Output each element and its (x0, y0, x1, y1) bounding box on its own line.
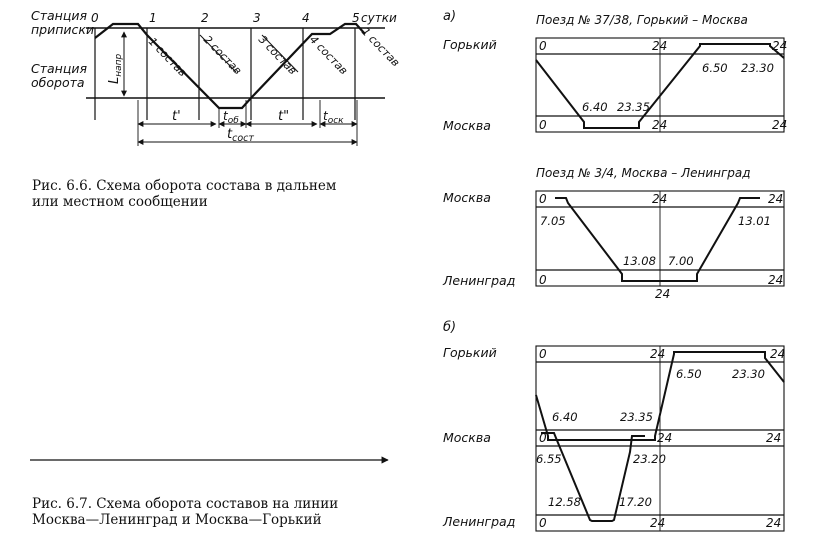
fig67-a1-bottom-station: Москва (443, 118, 491, 133)
fig67-b-time-5: 23.20 (633, 452, 666, 466)
fig67-b-station-gorky: Горький (443, 345, 497, 360)
fig67-a1-bottom-mark-1: 24 (652, 118, 667, 132)
fig67-a2-path (555, 197, 760, 282)
fig66-t-osn: tоск (323, 109, 344, 126)
fig67-panel-b (535, 345, 785, 532)
fig67-b-path-gorky (535, 351, 785, 441)
fig67-b-station-moscow: Москва (443, 430, 491, 445)
fig67-b-time-2: 6.50 (676, 367, 702, 381)
fig66-l-label: Lнапр (107, 53, 124, 84)
fig66-station-home-1: Станция (31, 8, 87, 23)
fig67-b-time-3: 23.30 (732, 367, 765, 381)
fig67-b-station-leningrad: Ленинград (442, 514, 515, 529)
fig67-a2-top-station: Москва (443, 190, 491, 205)
fig66-train-label-2: 2 состав (201, 33, 244, 77)
fig67-caption-line-1: Рис. 6.7. Схема оборота составов на лини… (32, 496, 339, 512)
fig67-a1-path (535, 43, 785, 129)
fig67-panel-b-labels: б) Горький Москва Ленинград 0 24 24 0 24… (442, 320, 785, 530)
fig66-tick-0: 0 (91, 11, 99, 25)
fig67-b-len-mark-2: 24 (766, 516, 781, 530)
fig66-train-label-5: 1 состав (359, 25, 402, 69)
fig66-train-label-1: 1 состав (146, 35, 189, 79)
fig67-b-len-mark-0: 0 (539, 516, 547, 530)
fig67-a2-top-mark-1: 24 (652, 192, 667, 206)
fig67-a1-top-mark-2: 24 (772, 39, 787, 53)
fig66-tick-2: 2 (201, 11, 209, 25)
fig67-panel-a2-labels: Поезд № 3/4, Москва – Ленинград Москва Л… (442, 166, 783, 301)
fig66-t-sost: tсост (227, 127, 254, 144)
fig67-caption: Рис. 6.7. Схема оборота составов на лини… (32, 496, 338, 528)
fig66-tick-1: 1 (149, 11, 157, 25)
fig67-a2-time-3: 13.01 (738, 214, 771, 228)
fig66-t-ob: tоб (223, 109, 239, 126)
fig67-a1-time-1: 23.35 (617, 100, 650, 114)
svg-text:Lнапр: Lнапр (107, 53, 124, 84)
fig67-b-time-6: 12.58 (548, 495, 581, 509)
fig67-a2-time-0: 7.05 (540, 214, 566, 228)
fig66-tick-4: 4 (302, 11, 310, 25)
fig66-diagram (30, 22, 389, 464)
fig67-panel-a1 (535, 37, 785, 133)
fig66-t-prime: t' (172, 109, 181, 124)
fig67-section-b: б) (443, 320, 456, 335)
fig67-b-len-mark-1: 24 (650, 516, 665, 530)
fig67-a2-time-1: 13.08 (623, 254, 656, 268)
fig67-a2-top-mark-0: 0 (539, 192, 547, 206)
fig66-station-home-2: приписки (31, 22, 94, 37)
fig67-panel-a2 (535, 190, 785, 287)
fig66-t-dprime: t" (278, 109, 289, 124)
fig67-a2-time-2: 7.00 (668, 254, 694, 268)
fig67-a1-time-0: 6.40 (582, 100, 608, 114)
fig67-a1-bottom-mark-2: 24 (772, 118, 787, 132)
fig67-a2-bottom-mark-0: 0 (539, 273, 547, 287)
fig66-caption-line-1: Рис. 6.6. Схема оборота состава в дальне… (32, 178, 337, 194)
fig67-a1-top-mark-1: 24 (652, 39, 667, 53)
fig66-caption-line-2: или местном сообщении (32, 194, 208, 210)
fig67-b-mos-mark-2: 24 (766, 431, 781, 445)
fig67-panel-a1-labels: а) Поезд № 37/38, Горький – Москва Горьк… (443, 9, 787, 133)
fig67-a2-top-mark-2: 24 (768, 192, 783, 206)
fig66-station-turn-2: оборота (31, 75, 85, 90)
fig66-tick-3: 3 (253, 11, 261, 25)
fig67-caption-line-2: Москва—Ленинград и Москва—Горький (32, 512, 322, 528)
fig67-a2-bottom-station: Ленинград (442, 273, 515, 288)
fig66-days-label: сутки (361, 11, 397, 25)
fig66-tick-5: 5 (352, 11, 360, 25)
fig67-b-time-1: 23.35 (620, 410, 653, 424)
fig67-b-path-len (541, 432, 645, 522)
fig66-caption: Рис. 6.6. Схема оборота состава в дальне… (32, 178, 336, 210)
fig67-a2-bottom-mark-2: 24 (768, 273, 783, 287)
fig67-a1-time-3: 23.30 (741, 61, 774, 75)
fig66-train-label-4: 4 состав (307, 33, 350, 77)
fig67-b-time-7: 17.20 (619, 495, 652, 509)
fig67-b-time-4: 6.55 (536, 452, 562, 466)
fig66-train-path-1 (94, 22, 252, 110)
fig66-train-path-2 (250, 22, 366, 99)
fig66-station-turn-1: Станция (31, 61, 87, 76)
fig67-section-a: а) (443, 9, 456, 24)
fig67-a2-bottom-mark-1: 24 (655, 287, 670, 301)
fig67-b-gor-mark-1: 24 (650, 347, 665, 361)
fig67-a1-time-2: 6.50 (702, 61, 728, 75)
fig67-b-mos-mark-0: 0 (539, 431, 547, 445)
fig67-a2-title: Поезд № 3/4, Москва – Ленинград (536, 166, 751, 180)
fig67-a1-title: Поезд № 37/38, Горький – Москва (536, 13, 748, 27)
fig67-a1-bottom-mark-0: 0 (539, 118, 547, 132)
fig67-b-mos-mark-1: 24 (657, 431, 672, 445)
fig67-b-gor-mark-0: 0 (539, 347, 547, 361)
fig67-b-time-0: 6.40 (552, 410, 578, 424)
fig67-a1-top-station: Горький (443, 37, 497, 52)
fig67-b-gor-mark-2: 24 (770, 347, 785, 361)
fig67-a1-top-mark-0: 0 (539, 39, 547, 53)
